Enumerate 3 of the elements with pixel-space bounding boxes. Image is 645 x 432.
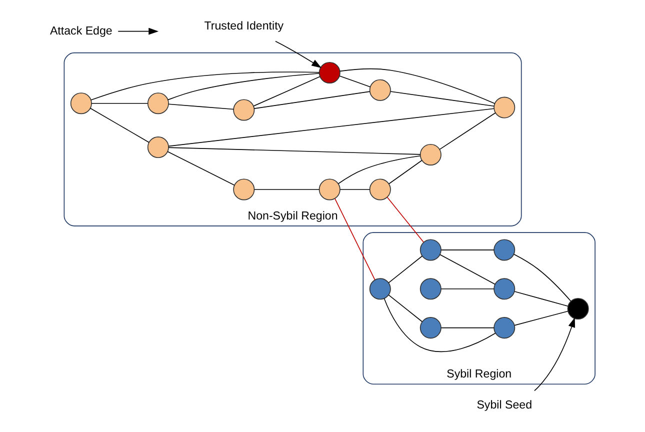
node-text: Attack Edge xyxy=(49,25,112,38)
node-text: Sybil Seed xyxy=(476,400,532,412)
node-text: Trusted Identity xyxy=(204,20,284,32)
